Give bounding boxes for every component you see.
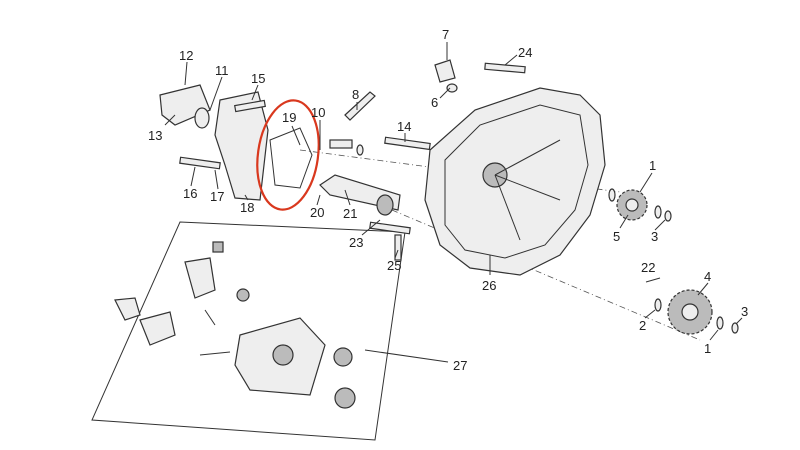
label-7: 7 xyxy=(442,27,449,42)
kit-mini-parts xyxy=(114,241,356,409)
label-12: 12 xyxy=(179,48,193,63)
part-labels: 12 11 15 13 19 10 8 7 24 6 14 16 17 18 2… xyxy=(148,27,748,373)
label-3-upper: 3 xyxy=(651,229,658,244)
label-16: 16 xyxy=(183,186,197,201)
label-19: 19 xyxy=(282,110,296,125)
label-5: 5 xyxy=(613,229,620,244)
label-1-lower: 1 xyxy=(704,341,711,356)
highlight-circle xyxy=(256,99,320,211)
label-10: 10 xyxy=(311,105,325,120)
label-17: 17 xyxy=(210,189,224,204)
label-15: 15 xyxy=(251,71,265,86)
label-23: 23 xyxy=(349,235,363,250)
label-25: 25 xyxy=(387,258,401,273)
label-6: 6 xyxy=(431,95,438,110)
label-11: 11 xyxy=(215,63,229,78)
label-13: 13 xyxy=(148,128,162,143)
label-22: 22 xyxy=(641,260,655,275)
label-2: 2 xyxy=(639,318,646,333)
engine-cover xyxy=(424,87,606,276)
label-14: 14 xyxy=(397,119,411,134)
label-21: 21 xyxy=(343,206,357,221)
kit-inset-frame xyxy=(91,221,406,441)
label-20: 20 xyxy=(310,205,324,220)
label-26: 26 xyxy=(482,278,496,293)
label-27: 27 xyxy=(453,358,467,373)
label-24: 24 xyxy=(518,45,532,60)
label-18: 18 xyxy=(240,200,254,215)
label-4: 4 xyxy=(704,269,711,284)
label-3-lower: 3 xyxy=(741,304,748,319)
leader-lines xyxy=(164,42,743,363)
label-1-upper: 1 xyxy=(649,158,656,173)
gasket-19 xyxy=(269,127,313,189)
label-8: 8 xyxy=(352,87,359,102)
